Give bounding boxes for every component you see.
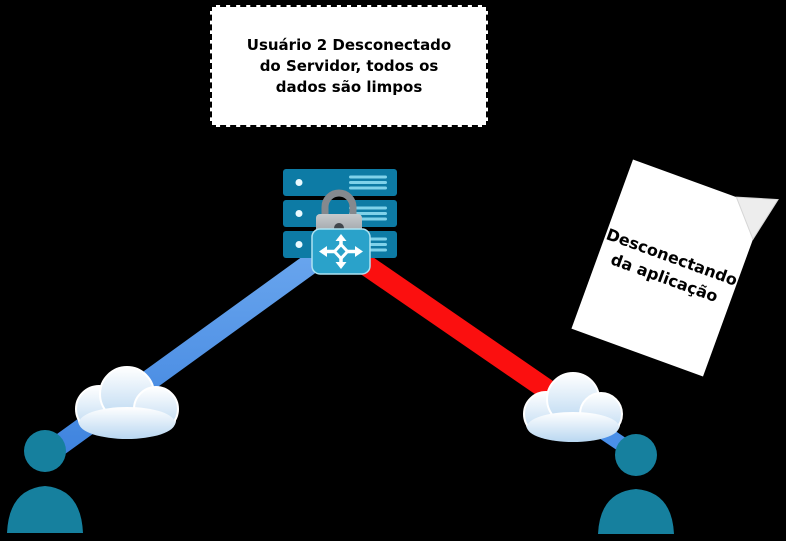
paper-note: Desconectando da aplicação	[571, 159, 779, 377]
callout-line: do Servidor, todos os	[259, 56, 439, 75]
cloud-left-icon	[75, 366, 179, 439]
callout-line: Usuário 2 Desconectado	[246, 35, 452, 54]
callout-box: Usuário 2 Desconectado do Servidor, todo…	[210, 5, 488, 127]
user-right-icon	[598, 434, 674, 534]
callout-line: dados são limpos	[275, 77, 423, 96]
move-arrows-icon	[311, 228, 371, 275]
user-left-icon	[7, 430, 83, 533]
connection-line-right	[336, 241, 576, 413]
cloud-right-icon	[523, 372, 623, 442]
